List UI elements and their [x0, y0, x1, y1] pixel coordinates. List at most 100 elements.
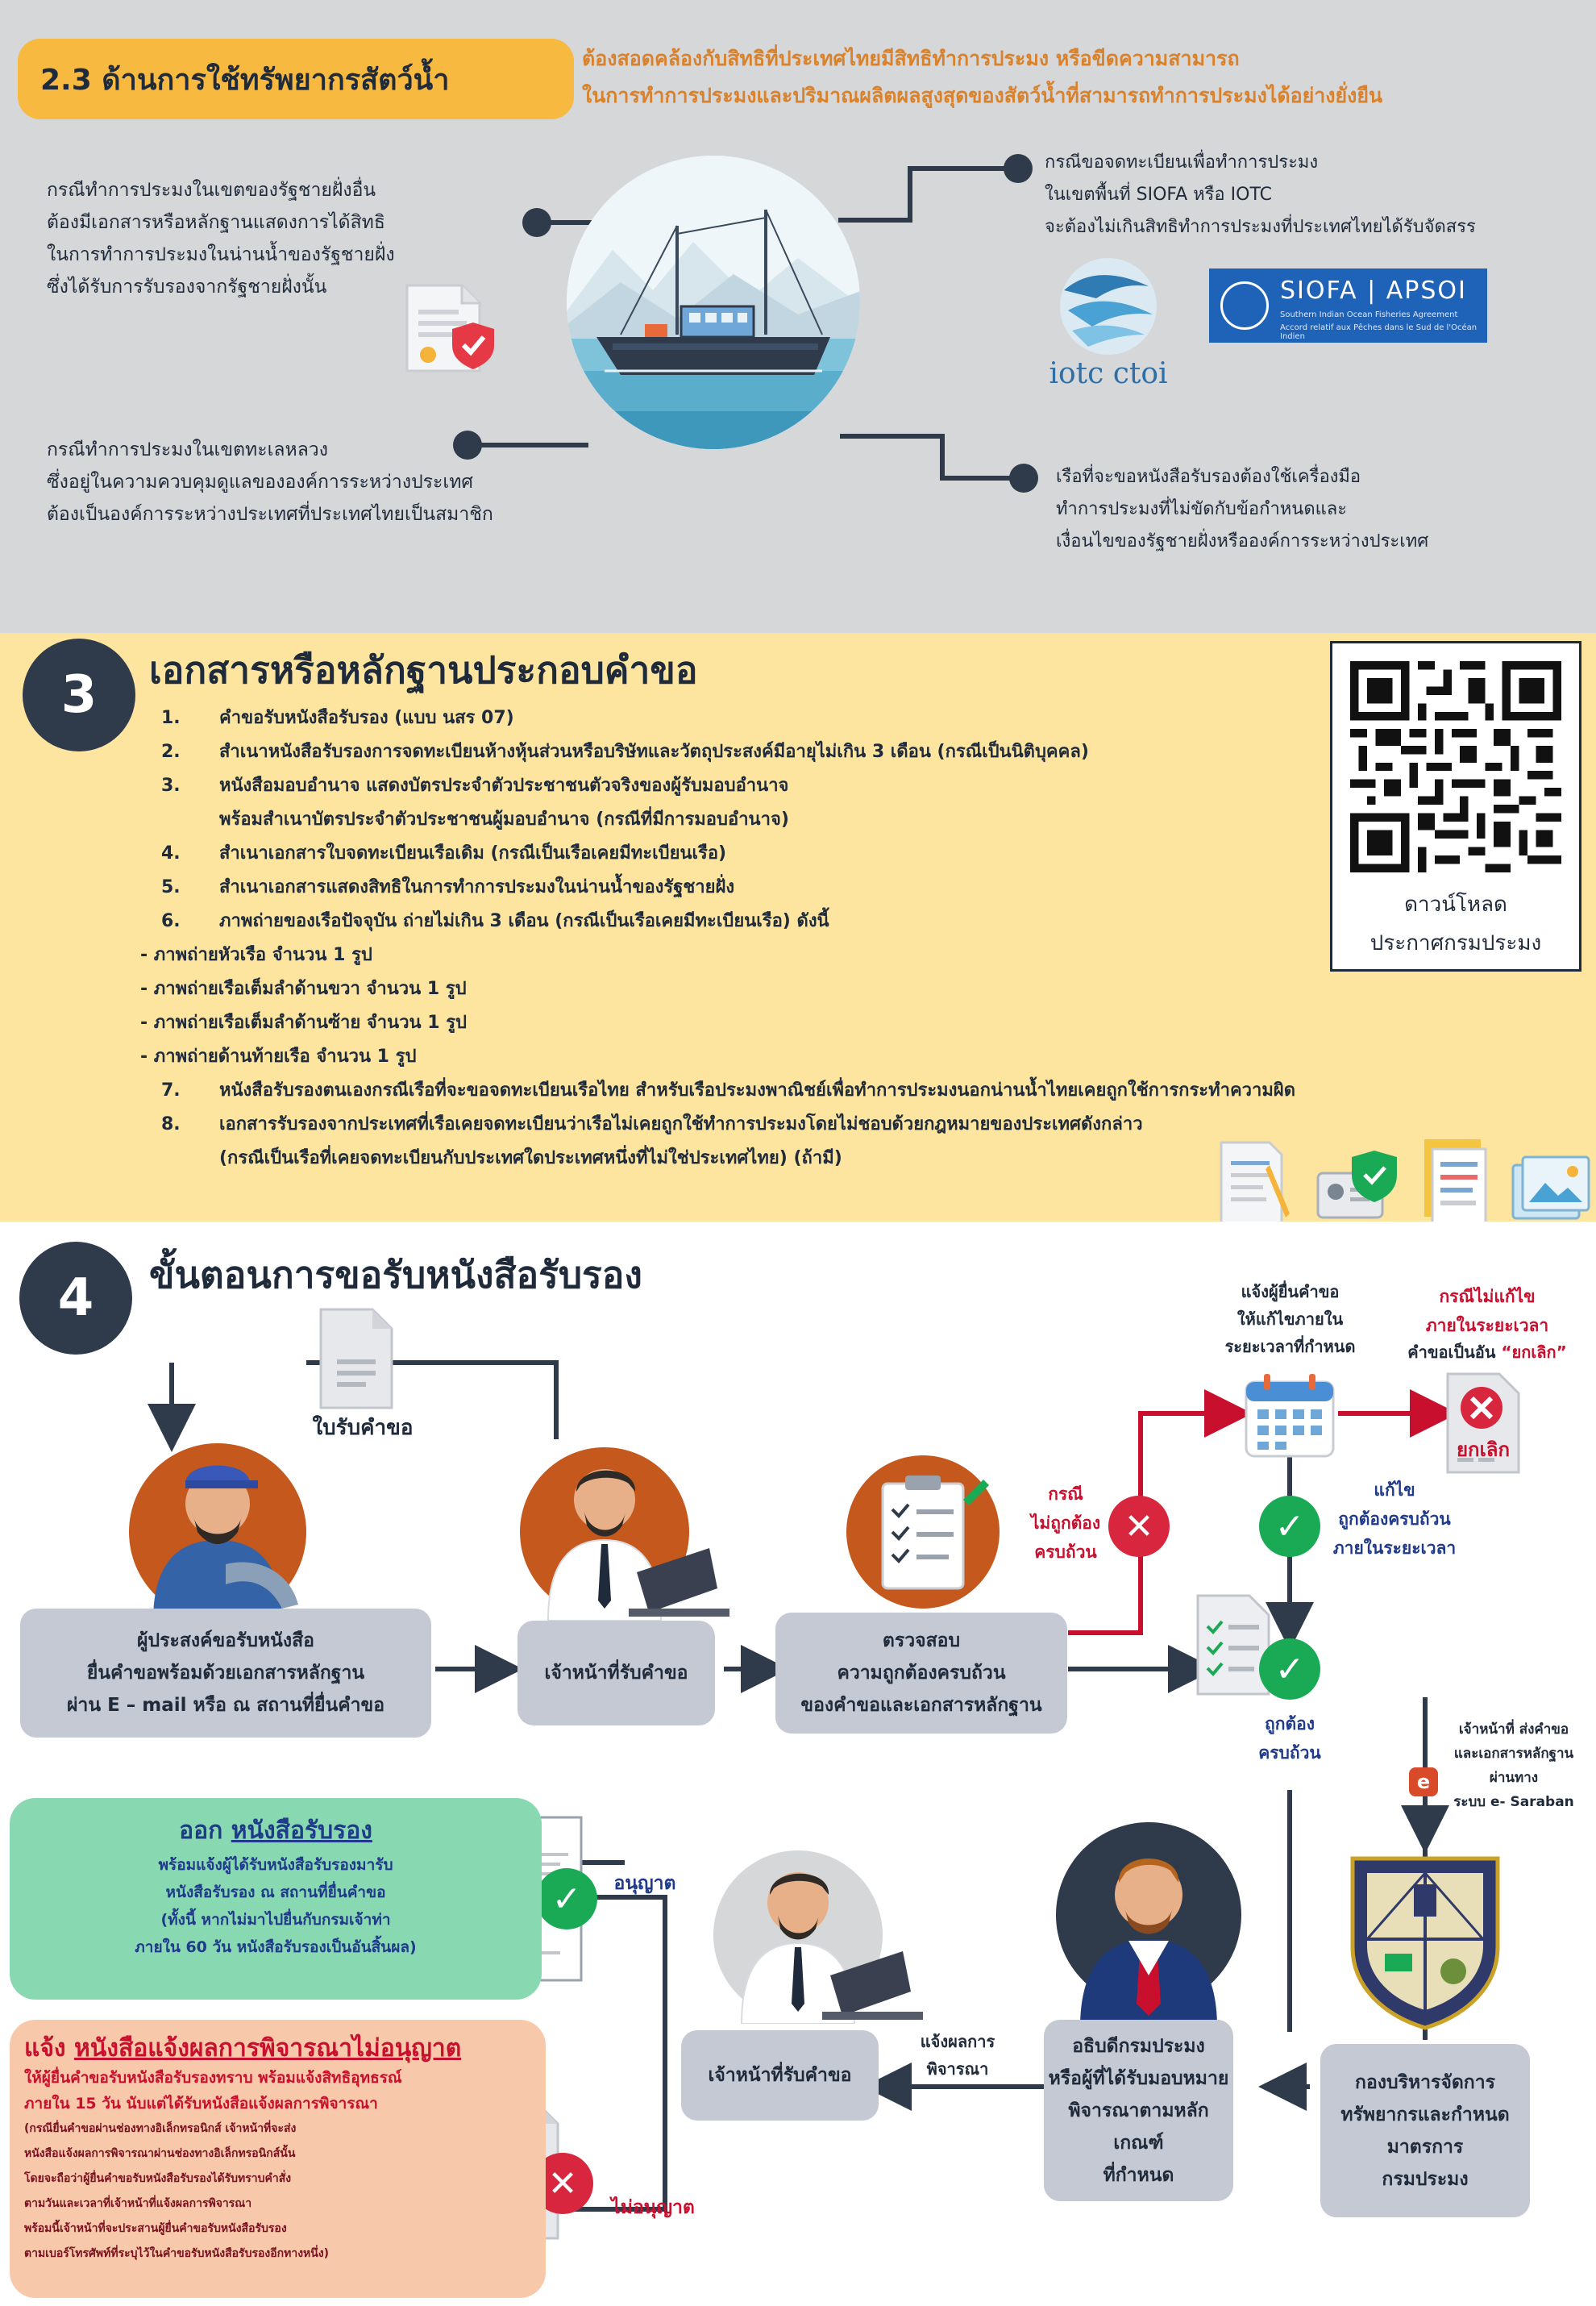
note-line: เรือที่จะขอหนังสือรับรองต้องใช้เครื่องมื… [1056, 467, 1361, 487]
officer-step-box: เจ้าหน้าที่รับคำขอ [517, 1621, 715, 1725]
section-number-badge: 4 [19, 1242, 132, 1355]
list-item: (กรณีเป็นเรือที่เคยจดทะเบียนกับประเทศใดป… [219, 1148, 842, 1168]
note-line: ทำการประมงที่ไม่ขัดกับข้อกำหนดและ [1056, 499, 1348, 519]
fixed-check-icon: ✓ [1259, 1496, 1320, 1557]
high-seas-note: กรณีทำการประมงในเขตทะเลหลวง ซึ่งอยู่ในคว… [47, 434, 563, 531]
coastal-state-note: กรณีทำการประมงในเขตของรัฐชายฝั่งอื่น ต้อ… [47, 174, 498, 303]
id-card-shield-icon [1316, 1151, 1397, 1219]
fishing-boat-illustration [564, 153, 862, 452]
section-title-pill: 2.3 ด้านการใช้ทรัพยากรสัตว์น้ำ [18, 39, 574, 119]
approved-check-icon: ✓ [536, 1868, 597, 1929]
list-item: 5.สำเนาเอกสารแสดงสิทธิในการทำการประมงในน… [161, 877, 735, 897]
list-subitem: - ภาพถ่ายหัวเรือ จำนวน 1 รูป [140, 945, 372, 965]
connector-line [908, 166, 912, 223]
officer-illustration [693, 1830, 927, 2024]
list-item: 1.คำขอรับหนังสือรับรอง (แบบ นสร 07) [161, 708, 514, 728]
applicant-step-box: ผู้ประสงค์ขอรับหนังสือ ยื่นคำขอพร้อมด้วย… [20, 1609, 431, 1738]
siofa-logo: SIOFA | APSOI Southern Indian Ocean Fish… [1209, 268, 1487, 343]
iotc-label: iotc ctoi [1049, 357, 1168, 390]
note-line: ต้องเป็นองค์การระหว่างประเทศที่ประเทศไทย… [47, 504, 493, 525]
denied-label: ไม่อนุญาต [611, 2197, 695, 2218]
section-number-badge: 3 [23, 639, 135, 751]
officer-step-box: เจ้าหน้าที่รับคำขอ [681, 2030, 879, 2121]
correct-check-icon: ✓ [1259, 1638, 1320, 1700]
not-fixed-label: กรณีไม่แก้ไข ภายในระยะเวลา [1425, 1287, 1549, 1335]
cancel-document-icon: ยกเลิก [1443, 1371, 1523, 1476]
note-line: ซึ่งได้รับการรับรองจากรัฐชายฝั่งนั้น [47, 277, 327, 298]
list-item: 2.สำเนาหนังสือรับรองการจดทะเบียนห้างหุ้น… [161, 742, 1089, 762]
box-line: เจ้าหน้าที่รับคำขอ [544, 1663, 688, 1684]
box-line: ผ่าน E – mail หรือ ณ สถานที่ยื่นคำขอ [66, 1695, 385, 1716]
note-line: ในเขตพื้นที่ SIOFA หรือ IOTC [1045, 185, 1272, 205]
connector-line [537, 220, 601, 225]
note-line: จะต้องไม่เกินสิทธิทำการประมงที่ประเทศไทย… [1045, 217, 1476, 237]
qr-code-icon[interactable] [1350, 661, 1561, 872]
note-line: ต้องมีเอกสารหรือหลักฐานแสดงการได้สิทธิ [47, 212, 385, 233]
box-line: ตรวจสอบ [882, 1630, 961, 1651]
box-line: ของคำขอและเอกสารหลักฐาน [800, 1695, 1042, 1716]
certificate-shield-icon [399, 281, 504, 377]
list-subitem: - ภาพถ่ายด้านท้ายเรือ จำนวน 1 รูป [140, 1047, 417, 1067]
connector-line [908, 166, 1014, 171]
incorrect-label: กรณี ไม่ถูกต้อง ครบถ้วน [1030, 1484, 1101, 1562]
officer-illustration [516, 1427, 734, 1621]
list-item: 8.เอกสารรับรองจากประเทศที่เรือเคยจดทะเบี… [161, 1114, 1143, 1134]
qr-caption: ดาวน์โหลด ประกาศกรมประมง [1332, 885, 1579, 963]
cancel-doc-label: ยกเลิก [1456, 1438, 1511, 1461]
qr-caption-line: ดาวน์โหลด [1404, 893, 1507, 917]
form-pen-icon [1220, 1141, 1290, 1225]
checklist-illustration [842, 1451, 1004, 1613]
division-step-box: กองบริหารจัดการ ทรัพยากรและกำหนด มาตรการ… [1320, 2044, 1530, 2217]
list-subitem: - ภาพถ่ายเรือเต็มลำด้านขวา จำนวน 1 รูป [140, 979, 467, 999]
orange-note: ต้องสอดคล้องกับสิทธิที่ประเทศไทยมีสิทธิท… [582, 40, 1581, 114]
approved-label: อนุญาต [613, 1873, 676, 1894]
cancel-note: คำขอเป็นอัน “ยกเลิก” [1407, 1342, 1567, 1362]
photo-icon [1511, 1155, 1590, 1220]
section-title: ขั้นตอนการขอรับหนังสือรับรอง [149, 1253, 642, 1297]
siofa-emblem-icon [1220, 281, 1269, 330]
connector-dot [1004, 154, 1033, 183]
connector-dot [1009, 464, 1038, 493]
connector-line [468, 443, 588, 447]
qr-caption-line: ประกาศกรมประมง [1369, 931, 1542, 955]
orange-note-line: ต้องสอดคล้องกับสิทธิที่ประเทศไทยมีสิทธิท… [582, 47, 1240, 70]
card-title: ออก หนังสือรับรอง [179, 1817, 372, 1845]
section-title: เอกสารหรือหลักฐานประกอบคำขอ [149, 648, 698, 692]
list-subitem: - ภาพถ่ายเรือเต็มลำด้านซ้าย จำนวน 1 รูป [140, 1013, 468, 1033]
list-item: 6.ภาพถ่ายของเรือปัจจุบัน ถ่ายไม่เกิน 3 เ… [161, 911, 829, 931]
verification-step-box: ตรวจสอบ ความถูกต้องครบถ้วน ของคำขอและเอก… [775, 1613, 1067, 1734]
notes-icon [1424, 1139, 1487, 1228]
section-title: 2.3 ด้านการใช้ทรัพยากรสัตว์น้ำ [40, 63, 450, 97]
fixed-label: แก้ไข ถูกต้องครบถ้วน ภายในระยะเวลา [1332, 1480, 1457, 1558]
card-footnote: (กรณียื่นคำขอผ่านช่องทางอิเล็กทรอนิกส์ เ… [24, 2122, 330, 2260]
box-line: ความถูกต้องครบถ้วน [837, 1663, 1006, 1684]
gear-requirement-note: เรือที่จะขอหนังสือรับรองต้องใช้เครื่องมื… [1056, 461, 1588, 558]
connector-line [838, 218, 911, 223]
document-icons [1213, 1133, 1592, 1230]
siofa-label: SIOFA | APSOI [1280, 277, 1467, 305]
note-line: ในการทำการประมงในน่านน้ำของรัฐชายฝั่ง [47, 244, 395, 265]
orange-note-line: ในการทำการประมงและปริมาณผลิตผลสูงสุดของส… [582, 84, 1383, 107]
list-item: 7.หนังสือรับรองตนเองกรณีเรือที่จะขอจดทะเ… [161, 1080, 1296, 1101]
incorrect-x-icon: ✕ [1108, 1496, 1170, 1557]
card-title: แจ้ง หนังสือแจ้งผลการพิจารณาไม่อนุญาต [24, 2034, 462, 2062]
connector-line [940, 434, 945, 481]
box-line: ผู้ประสงค์ขอรับหนังสือ [137, 1630, 314, 1651]
result-notify-label: แจ้งผลการ พิจารณา [920, 2032, 995, 2079]
qr-download-box[interactable]: ดาวน์โหลด ประกาศกรมประมง [1330, 641, 1581, 972]
box-line: ยื่นคำขอพร้อมด้วยเอกสารหลักฐาน [86, 1663, 365, 1684]
card-body: พร้อมแจ้งผู้ได้รับหนังสือรับรองมารับ หนั… [135, 1856, 417, 1956]
siofa-iotc-note: กรณีขอจดทะเบียนเพื่อทำการประมง ในเขตพื้น… [1045, 147, 1593, 244]
connector-line [840, 434, 945, 439]
fisherman-applicant-illustration [105, 1427, 322, 1621]
note-line: กรณีทำการประมงในเขตทะเลหลวง [47, 439, 328, 460]
receipt-document-icon [316, 1306, 397, 1411]
correct-label: ถูกต้อง ครบถ้วน [1258, 1714, 1321, 1763]
note-line: กรณีขอจดทะเบียนเพื่อทำการประมง [1045, 152, 1319, 173]
denial-notice-card: แจ้ง หนังสือแจ้งผลการพิจารณาไม่อนุญาต ให… [10, 2020, 546, 2298]
list-item: 3.หนังสือมอบอำนาจ แสดงบัตรประจำตัวประชาช… [161, 776, 789, 796]
list-item: พร้อมสำเนาบัตรประจำตัวประชาชนผู้มอบอำนาจ… [219, 810, 789, 830]
certificate-issued-card: ออก หนังสือรับรอง พร้อมแจ้งผู้ได้รับหนัง… [10, 1798, 542, 2000]
card-body: ให้ผู้ยื่นคำขอรับหนังสือรับรองทราบ พร้อม… [24, 2069, 402, 2112]
note-line: ซึ่งอยู่ในความควบคุมดูแลขององค์การระหว่า… [47, 472, 474, 493]
